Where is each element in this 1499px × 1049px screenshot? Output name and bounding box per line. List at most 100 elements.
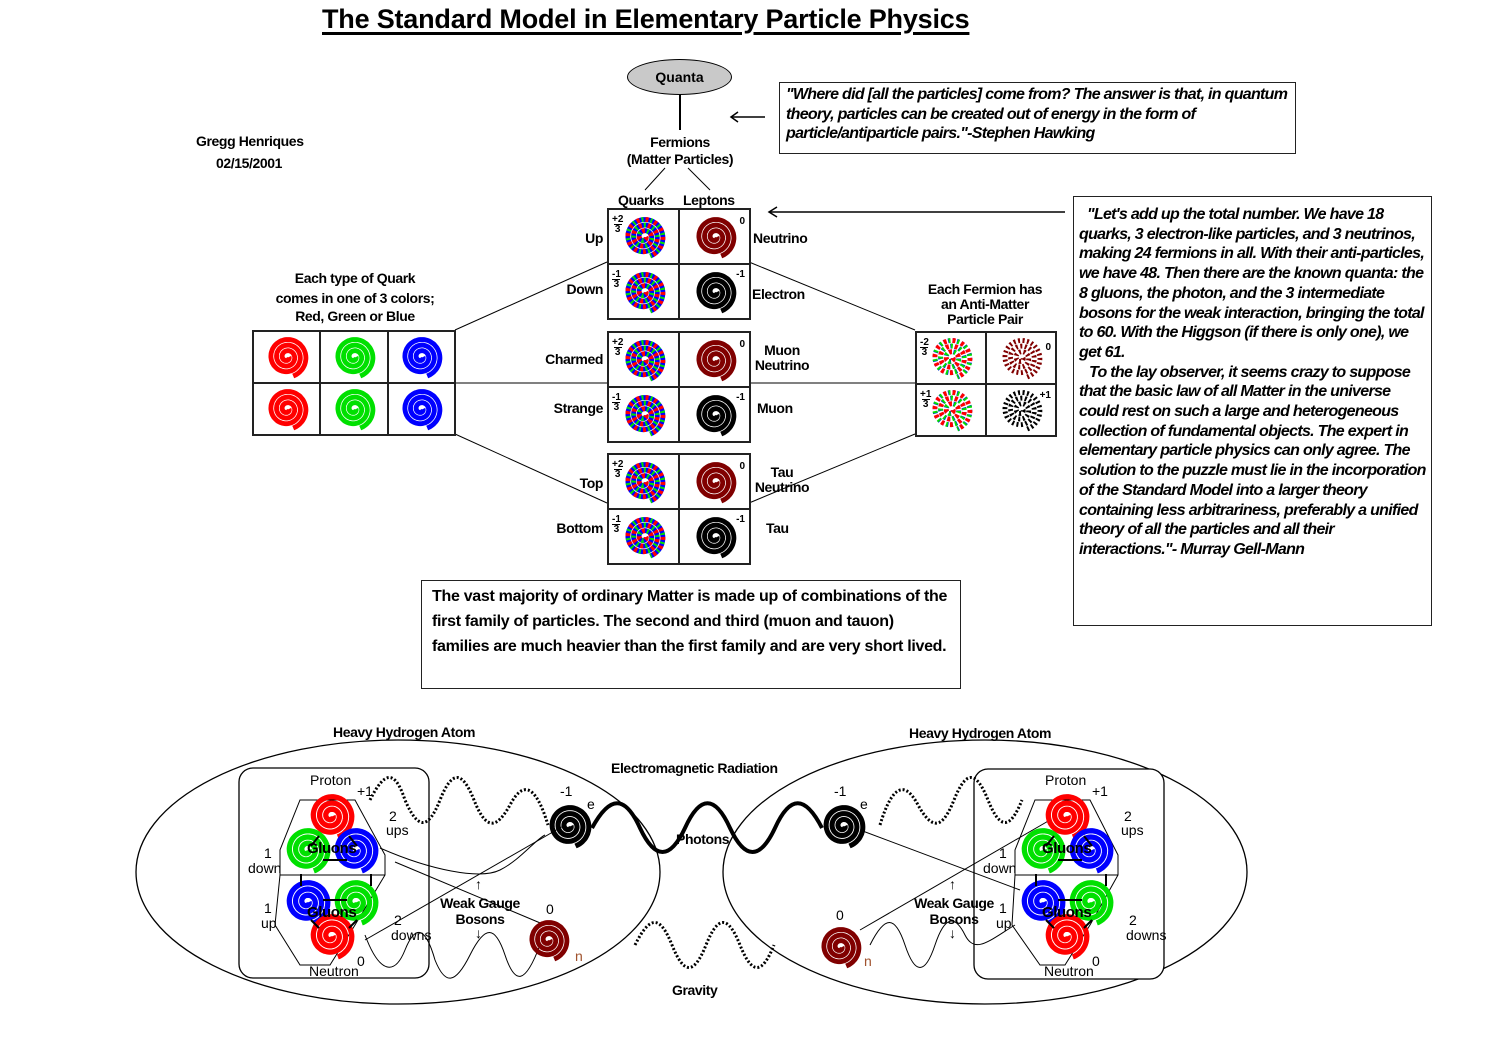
red-quark-icon bbox=[265, 335, 309, 379]
up-count: 1 bbox=[264, 900, 272, 916]
fermions-label: Fermions bbox=[650, 134, 710, 150]
anti-neutrino-cell: 0 bbox=[986, 332, 1056, 384]
charged-lepton-icon bbox=[693, 515, 737, 559]
fermions-sublabel: (Matter Particles) bbox=[626, 151, 734, 167]
proton-charge-label: +1 bbox=[1092, 783, 1108, 799]
quark-color-cell bbox=[387, 383, 455, 435]
gellmann-arrow bbox=[767, 206, 1065, 218]
photon-wave bbox=[590, 801, 824, 854]
charge-label: -1 bbox=[736, 392, 745, 403]
quark-icon bbox=[622, 393, 666, 437]
neutrino-icon bbox=[526, 918, 570, 962]
electron-symbol: e bbox=[587, 796, 595, 812]
proton-label: Proton bbox=[310, 772, 352, 788]
quark-name-label: Top bbox=[579, 475, 604, 491]
quark-icon bbox=[622, 215, 666, 259]
electron-symbol: e bbox=[860, 796, 868, 812]
downs-label: downs bbox=[391, 927, 432, 943]
anti-neutrino-icon bbox=[999, 336, 1043, 380]
neutrino-icon bbox=[693, 338, 737, 382]
red-up-quark-icon bbox=[1042, 792, 1090, 840]
lepton-name-label-2: Neutrino bbox=[754, 479, 810, 495]
gluons-label: Gluons bbox=[1042, 840, 1092, 857]
ups-label: ups bbox=[1121, 822, 1144, 838]
neutron-charge-label: 0 bbox=[357, 953, 365, 969]
lepton-name-label: Neutrino bbox=[753, 230, 808, 246]
nucleons-outline bbox=[274, 799, 386, 966]
proton-label: Proton bbox=[1045, 772, 1087, 788]
electron-charge-label: -1 bbox=[560, 783, 573, 799]
fermions-to-quarks-line bbox=[644, 167, 666, 191]
downs-count: 2 bbox=[1129, 912, 1137, 928]
quark-color-cell bbox=[320, 331, 388, 383]
weak-boson-line bbox=[859, 829, 1021, 891]
green-quark-icon bbox=[332, 335, 376, 379]
quark-name-label: Up bbox=[585, 230, 603, 246]
quark-icon bbox=[622, 338, 666, 382]
quark-name-label: Charmed bbox=[545, 351, 603, 367]
left-atom-ellipse bbox=[135, 739, 661, 1005]
blue-up-quark-icon bbox=[1018, 878, 1066, 926]
gellmann-quote: "Let's add up the total number. We have … bbox=[1073, 196, 1432, 626]
gravity-wave bbox=[633, 921, 776, 969]
lepton-name-label: Electron bbox=[752, 286, 805, 302]
lepton-cell: -1 bbox=[679, 264, 750, 319]
lepton-cell: 0 bbox=[679, 332, 750, 387]
gellmann-quote-p2: To the lay observer, it seems crazy to s… bbox=[1079, 363, 1426, 558]
quark-color-cell bbox=[253, 383, 321, 435]
em-radiation-label: Electromagnetic Radiation bbox=[611, 760, 778, 776]
red-up-quark-icon bbox=[307, 792, 355, 840]
neutrino-symbol: n bbox=[575, 948, 583, 964]
charge-label: -1 bbox=[736, 269, 745, 280]
quark-icon bbox=[622, 460, 666, 504]
gellmann-quote-p1: "Let's add up the total number. We have … bbox=[1079, 206, 1425, 361]
electron-icon bbox=[546, 803, 592, 849]
blue-up-quark-icon bbox=[283, 878, 331, 926]
ups-count: 2 bbox=[389, 808, 397, 824]
hawking-quote: "Where did [all the particles] come from… bbox=[779, 82, 1296, 154]
weak-boson-line bbox=[364, 931, 541, 979]
connector-line bbox=[748, 433, 916, 504]
weak-gauge-label: Weak Gauge bbox=[914, 895, 994, 911]
left-atom-title: Heavy Hydrogen Atom bbox=[333, 724, 476, 740]
down-count: 1 bbox=[264, 845, 272, 861]
quark-color-cell bbox=[387, 331, 455, 383]
quark-name-label: Down bbox=[566, 281, 603, 297]
down-label: down bbox=[983, 860, 1017, 876]
lepton-cell: -1 bbox=[679, 509, 750, 564]
weak-boson-line bbox=[859, 819, 1051, 931]
blue-up-quark-icon bbox=[1066, 826, 1114, 874]
fermions-to-leptons-line bbox=[687, 167, 711, 191]
photons-label: Photons bbox=[676, 831, 730, 847]
gravity-label: Gravity bbox=[672, 982, 718, 998]
lepton-name-label-1: Tau bbox=[770, 464, 794, 480]
antimatter-caption-1: Each Fermion has bbox=[927, 281, 1043, 297]
down-label: down bbox=[248, 860, 282, 876]
charge-label: 0 bbox=[739, 339, 745, 350]
left-nucleus-box bbox=[238, 767, 430, 979]
ups-count: 2 bbox=[1124, 808, 1132, 824]
charge-label: 0 bbox=[739, 461, 745, 472]
green-down-quark-icon bbox=[283, 826, 331, 874]
charge-label: 0 bbox=[1045, 342, 1051, 353]
right-atom-title: Heavy Hydrogen Atom bbox=[909, 725, 1052, 741]
lepton-name-label-1: Muon bbox=[764, 342, 800, 358]
blue-up-quark-icon bbox=[331, 826, 379, 874]
down-arrow-icon: ↓ bbox=[949, 925, 956, 941]
green-down-quark-icon bbox=[1066, 878, 1114, 926]
weak-boson-line bbox=[379, 834, 546, 875]
blue-quark-icon bbox=[399, 335, 443, 379]
